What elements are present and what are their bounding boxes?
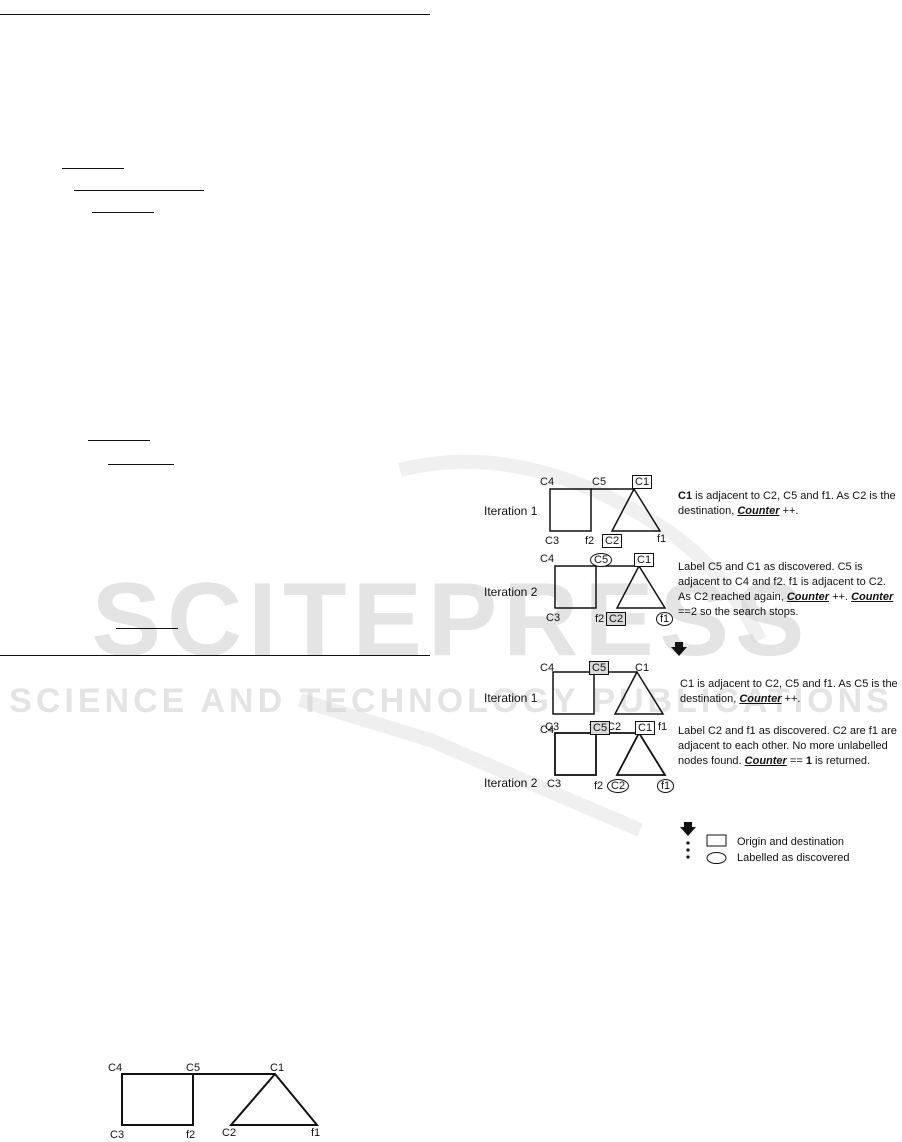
node-label-c3: C3 — [545, 721, 560, 733]
section-rule — [0, 655, 430, 656]
node-label-c2: C2 — [606, 612, 627, 626]
step-text-part: ++. — [779, 505, 799, 517]
node-label-c4: C4 — [540, 476, 555, 488]
legend-ellipse-label: Labelled as discovered — [737, 852, 850, 864]
underline-mark — [62, 168, 124, 169]
step-text-part: == — [786, 755, 806, 767]
node-label-f2: f2 — [585, 535, 595, 547]
node-label-c1: C1 — [270, 1062, 285, 1074]
underline-mark — [88, 440, 150, 441]
step-4-description: Label C2 and f1 as discovered. C2 are f1… — [678, 724, 900, 769]
node-label-c3: C3 — [546, 612, 561, 624]
node-label-c4: C4 — [540, 662, 555, 674]
iteration-label: Iteration 1 — [484, 504, 538, 518]
counter-term: Counter — [739, 693, 782, 705]
step-text-part: is adjacent to C2, C5 and f1. As C2 is t… — [678, 490, 896, 517]
node-label-f1: f1 — [311, 1127, 321, 1139]
counter-term: Counter — [744, 755, 787, 767]
step-text-part: Label C5 and C1 as discovered. C5 is adj… — [678, 561, 886, 603]
node-label-c2: C2 — [602, 534, 623, 548]
step-text-part: Label C2 and f1 as discovered. C2 are f1… — [678, 725, 897, 767]
node-label-c1: C1 — [632, 475, 653, 489]
node-label-f1: f1 — [658, 721, 668, 733]
legend-ellipse-icon — [706, 852, 727, 864]
down-arrow-icon — [671, 642, 687, 656]
underline-mark — [108, 464, 174, 465]
node-label-c2: C2 — [607, 721, 622, 733]
step-text-part: is returned. — [811, 755, 871, 767]
node-label-c5: C5 — [590, 553, 613, 567]
graph-drawing — [121, 1072, 320, 1126]
node-label-c2: C2 — [607, 779, 630, 793]
step-text-part: ++. — [781, 693, 801, 705]
iteration-label: Iteration 2 — [484, 776, 538, 790]
counter-term: Counter — [737, 505, 780, 517]
underline-mark — [74, 190, 204, 191]
node-label-f1: f1 — [657, 533, 667, 545]
node-label-c4: C4 — [540, 724, 555, 736]
step-2-description: Label C5 and C1 as discovered. C5 is adj… — [678, 560, 900, 620]
top-rule — [0, 14, 430, 15]
step-3-description: C1 is adjacent to C2, C5 and f1. As C5 i… — [680, 677, 900, 707]
counter-value: 1 — [805, 755, 812, 767]
step-1-description: C1 is adjacent to C2, C5 and f1. As C2 i… — [678, 489, 900, 519]
node-label-c4: C4 — [108, 1062, 123, 1074]
step-text-part: ++. — [829, 591, 852, 603]
node-label-c3: C3 — [547, 778, 562, 790]
iteration-label: Iteration 1 — [484, 691, 538, 705]
underline-mark — [92, 212, 154, 213]
node-label-c5: C5 — [186, 1062, 201, 1074]
down-arrow-icon — [680, 822, 696, 836]
node-label-c5: C5 — [590, 721, 611, 735]
node-label-c2: C2 — [222, 1127, 237, 1139]
node-label-c1: C1 — [635, 662, 650, 674]
node-label-c3: C3 — [110, 1129, 125, 1141]
step-text-part: C1 — [678, 490, 693, 502]
node-label-c4: C4 — [540, 553, 555, 565]
node-label-f1: f1 — [657, 779, 675, 793]
legend-box-label: Origin and destination — [737, 836, 845, 848]
legend-box-icon — [706, 834, 727, 847]
node-label-f2: f2 — [595, 613, 605, 625]
node-label-c5: C5 — [589, 661, 610, 675]
graph-step-1 — [549, 487, 662, 532]
node-label-c5: C5 — [592, 476, 607, 488]
node-label-c1: C1 — [634, 553, 655, 567]
ellipsis-vertical-icon — [686, 841, 690, 859]
counter-term: Counter — [851, 591, 894, 603]
node-label-c3: C3 — [545, 535, 560, 547]
iteration-label: Iteration 2 — [484, 585, 538, 599]
node-label-f2: f2 — [594, 780, 604, 792]
node-label-c1: C1 — [635, 721, 656, 735]
underline-mark — [116, 628, 178, 629]
node-label-f1: f1 — [656, 612, 674, 626]
step-text-part: ==2 so the search stops. — [678, 606, 799, 618]
counter-term: Counter — [786, 591, 830, 603]
step-text-part: C1 is adjacent to C2, C5 and f1. As C5 i… — [680, 678, 898, 705]
graph-step-4 — [554, 731, 667, 776]
node-label-f2: f2 — [186, 1129, 196, 1141]
